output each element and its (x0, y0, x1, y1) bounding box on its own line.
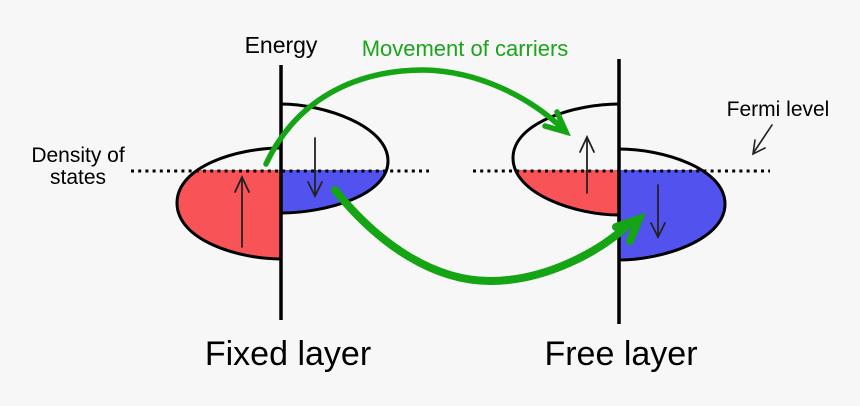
fixed-layer-spin-up-lobe (175, 146, 282, 261)
energy-axis-label: Energy (244, 32, 318, 58)
fixed-layer-spin-down-lobe (280, 102, 390, 215)
density-of-states-label: Density of states (18, 145, 138, 189)
spin-down-arrow-icon (650, 184, 666, 240)
free-layer-spin-down-lobe (618, 147, 727, 262)
fixed-layer-label: Fixed layer (204, 335, 372, 373)
spin-arrows (234, 134, 666, 248)
dos-fills (177, 170, 725, 260)
density-of-states-line1: Density of (31, 144, 125, 167)
spin-down-arrow-icon (307, 137, 323, 199)
density-of-states-line2: states (49, 166, 107, 189)
free-layer-label: Free layer (544, 335, 698, 373)
dos-lobe-outlines (175, 102, 727, 262)
movement-of-carriers-label: Movement of carriers (361, 36, 569, 61)
carrier-flow-arrows (263, 67, 647, 286)
carrier-flow-arrow-top-icon (263, 67, 571, 167)
fixed-layer-spin-up-fill (177, 170, 281, 259)
free-layer-spin-down-fill (619, 170, 725, 260)
fermi-level-label: Fermi level (726, 98, 830, 121)
free-layer-spin-up-fill (515, 170, 619, 215)
fermi-level-pointer-arrow (751, 124, 773, 156)
free-layer-spin-up-lobe (511, 102, 620, 217)
carrier-flow-arrow-bottom-icon (331, 186, 647, 286)
spin-up-arrow-icon (579, 134, 595, 194)
spin-up-arrow-icon (234, 174, 250, 248)
